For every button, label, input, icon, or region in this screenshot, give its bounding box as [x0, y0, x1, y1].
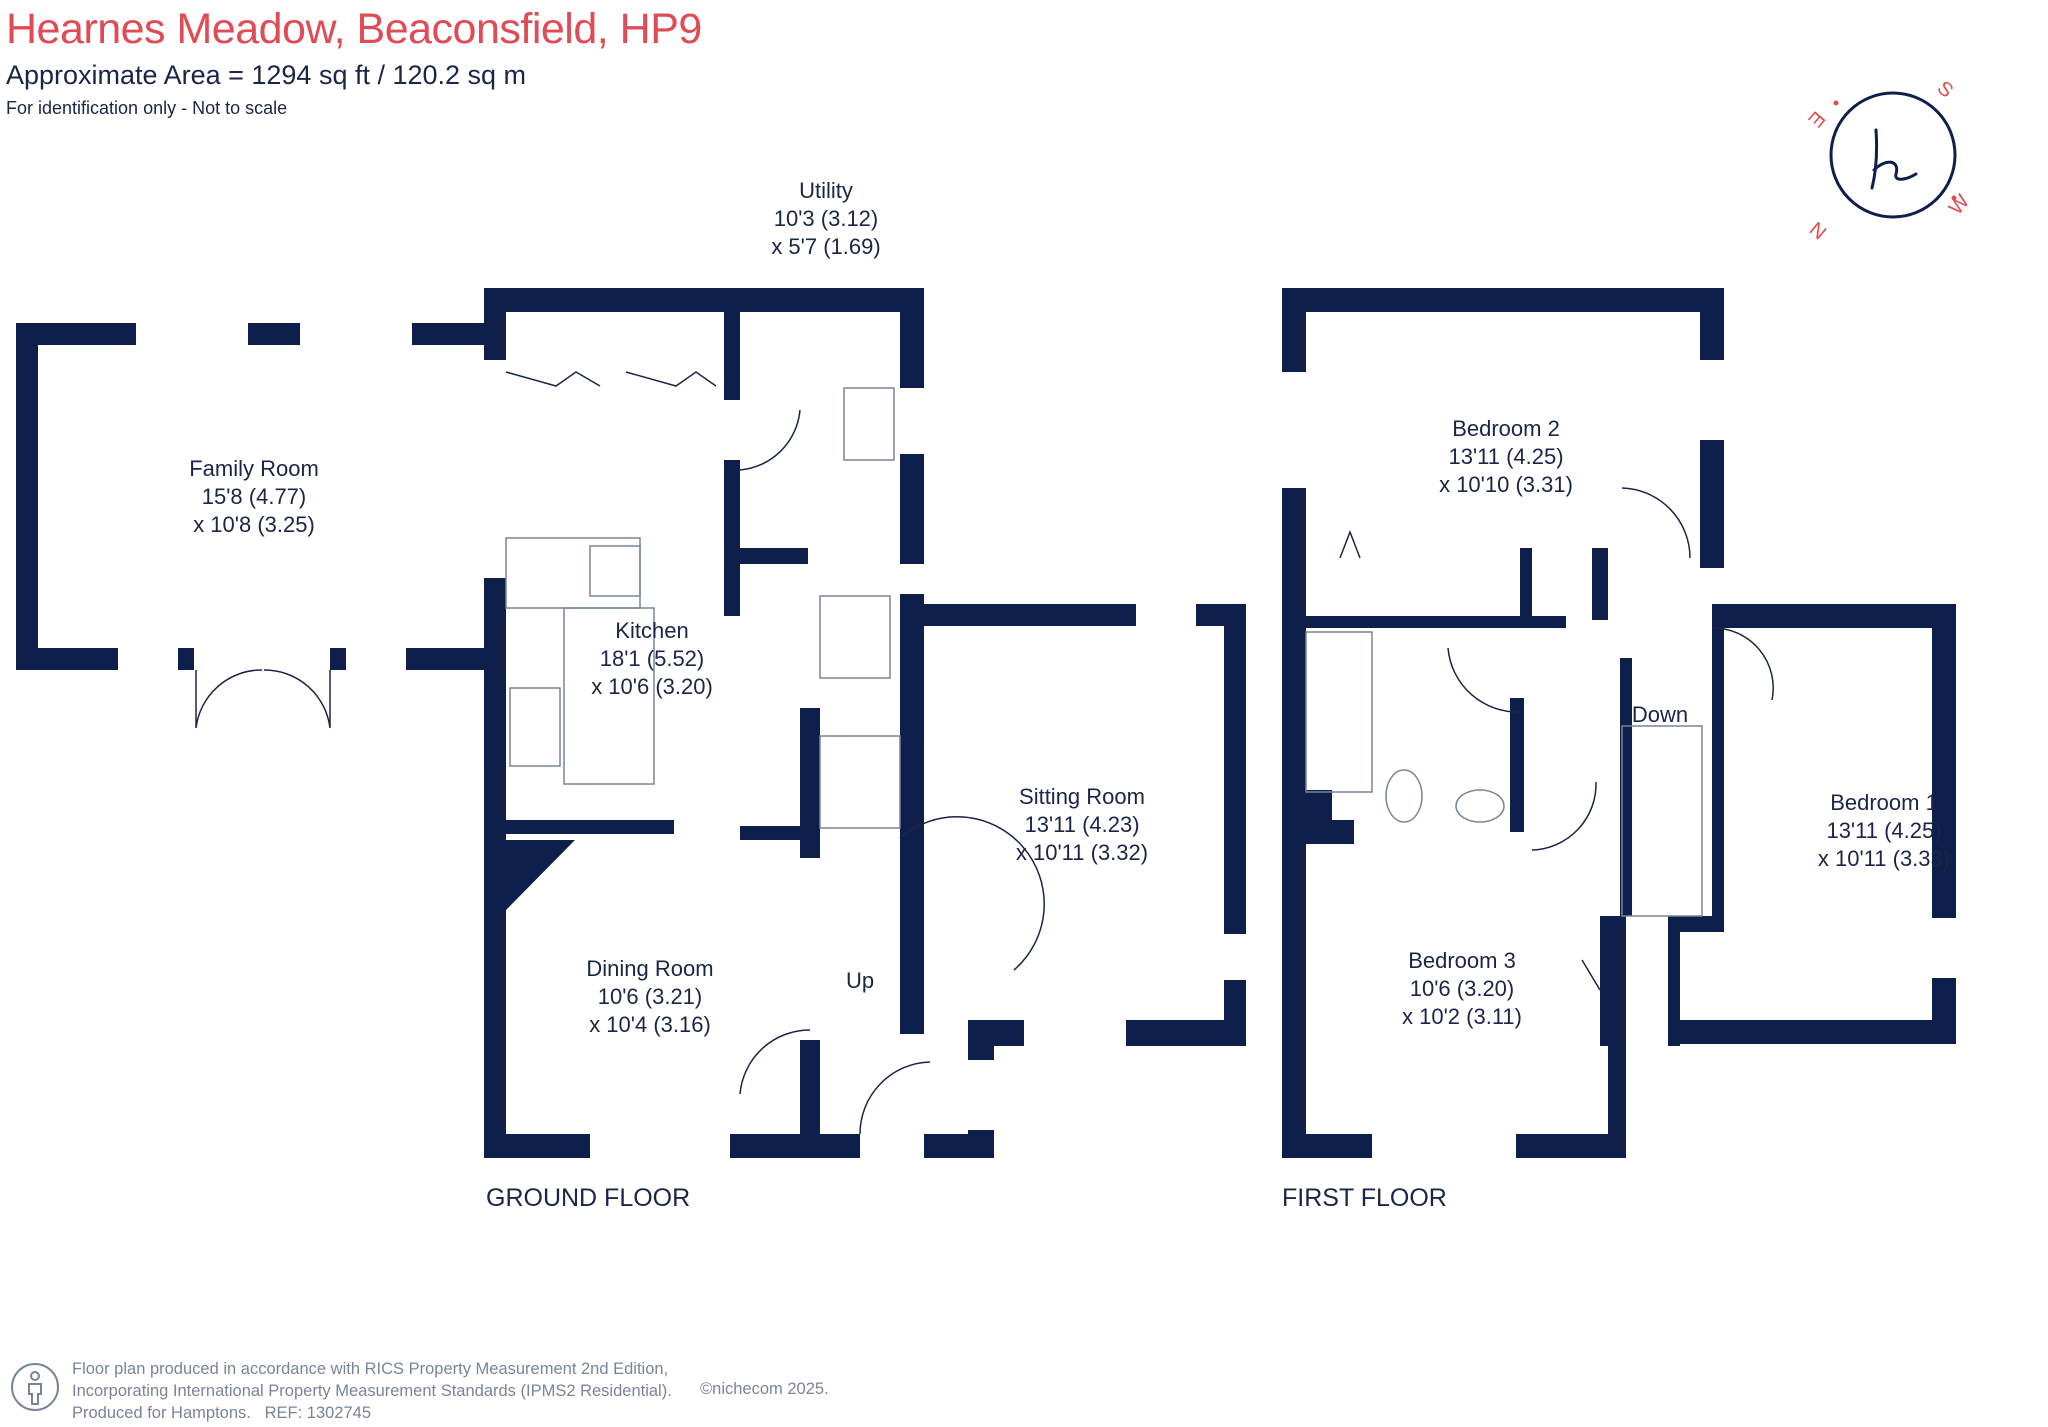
sitting-room-name: Sitting Room: [1019, 784, 1145, 809]
first-floor-fixtures: [1305, 631, 1703, 917]
dining-room-name: Dining Room: [586, 956, 713, 981]
first-floor-walls: [1282, 288, 1956, 1158]
ground-floor-fixtures: [505, 387, 901, 829]
family-room-dim1: 15'8 (4.77): [202, 484, 307, 509]
first-floor-doors: [1339, 487, 1774, 991]
bedroom3-dim2: x 10'2 (3.11): [1402, 1004, 1522, 1029]
bedroom3-dim1: 10'6 (3.20): [1410, 976, 1515, 1001]
footer-produced-for: Produced for Hamptons.: [72, 1404, 251, 1422]
utility-dim2: x 5'7 (1.69): [771, 234, 880, 259]
bedroom1-dim1: 13'11 (4.25): [1826, 818, 1941, 843]
sitting-room-dim2: x 10'11 (3.32): [1016, 840, 1148, 865]
utility-name: Utility: [799, 178, 853, 203]
bedroom2-name: Bedroom 2: [1452, 416, 1560, 441]
kitchen-dim2: x 10'6 (3.20): [591, 674, 713, 699]
footer-line3: Produced for Hamptons. REF: 1302745: [72, 1402, 672, 1424]
family-room-name: Family Room: [189, 456, 319, 481]
dining-room-dim2: x 10'4 (3.16): [589, 1012, 711, 1037]
footer: Floor plan produced in accordance with R…: [72, 1358, 672, 1424]
header: Hearnes Meadow, Beaconsfield, HP9 Approx…: [6, 0, 702, 124]
ground-floor-walls: [16, 288, 1246, 1158]
kitchen-name: Kitchen: [615, 618, 688, 643]
bedroom2-dim1: 13'11 (4.25): [1448, 444, 1563, 469]
footer-line2: Incorporating International Property Mea…: [72, 1382, 672, 1400]
sitting-room-dim1: 13'11 (4.23): [1024, 812, 1139, 837]
bedroom1-name: Bedroom 1: [1830, 790, 1938, 815]
first-floor-label: FIRST FLOOR: [1282, 1184, 1447, 1212]
family-room-dim2: x 10'8 (3.25): [193, 512, 315, 537]
kitchen-dim1: 18'1 (5.52): [600, 646, 705, 671]
bedroom2-dim2: x 10'10 (3.31): [1439, 472, 1573, 497]
property-title: Hearnes Meadow, Beaconsfield, HP9: [6, 5, 702, 53]
ground-floor-labels: Family Room 15'8 (4.77) x 10'8 (3.25) Ut…: [189, 178, 1148, 1212]
bedroom3-name: Bedroom 3: [1408, 948, 1516, 973]
first-floor-labels: Bedroom 2 13'11 (4.25) x 10'10 (3.31) Be…: [1282, 416, 1950, 1212]
identification-note: For identification only - Not to scale: [6, 98, 288, 118]
utility-dim1: 10'3 (3.12): [774, 206, 879, 231]
approximate-area: Approximate Area = 1294 sq ft / 120.2 sq…: [6, 60, 527, 90]
footer-ref: REF: 1302745: [264, 1404, 372, 1422]
person-icon: [11, 1363, 59, 1411]
ground-floor-doors: [195, 371, 1045, 1135]
dining-room-dim1: 10'6 (3.21): [598, 984, 703, 1009]
stairs-down-label: Down: [1632, 702, 1688, 727]
compass-icon: S W N E: [1808, 77, 1974, 240]
ground-floor-label: GROUND FLOOR: [486, 1184, 690, 1212]
copyright: ©nichecom 2025.: [700, 1380, 829, 1398]
footer-line1: Floor plan produced in accordance with R…: [72, 1360, 669, 1378]
bedroom1-dim2: x 10'11 (3.33): [1818, 846, 1950, 871]
stairs-up-label: Up: [846, 968, 874, 993]
